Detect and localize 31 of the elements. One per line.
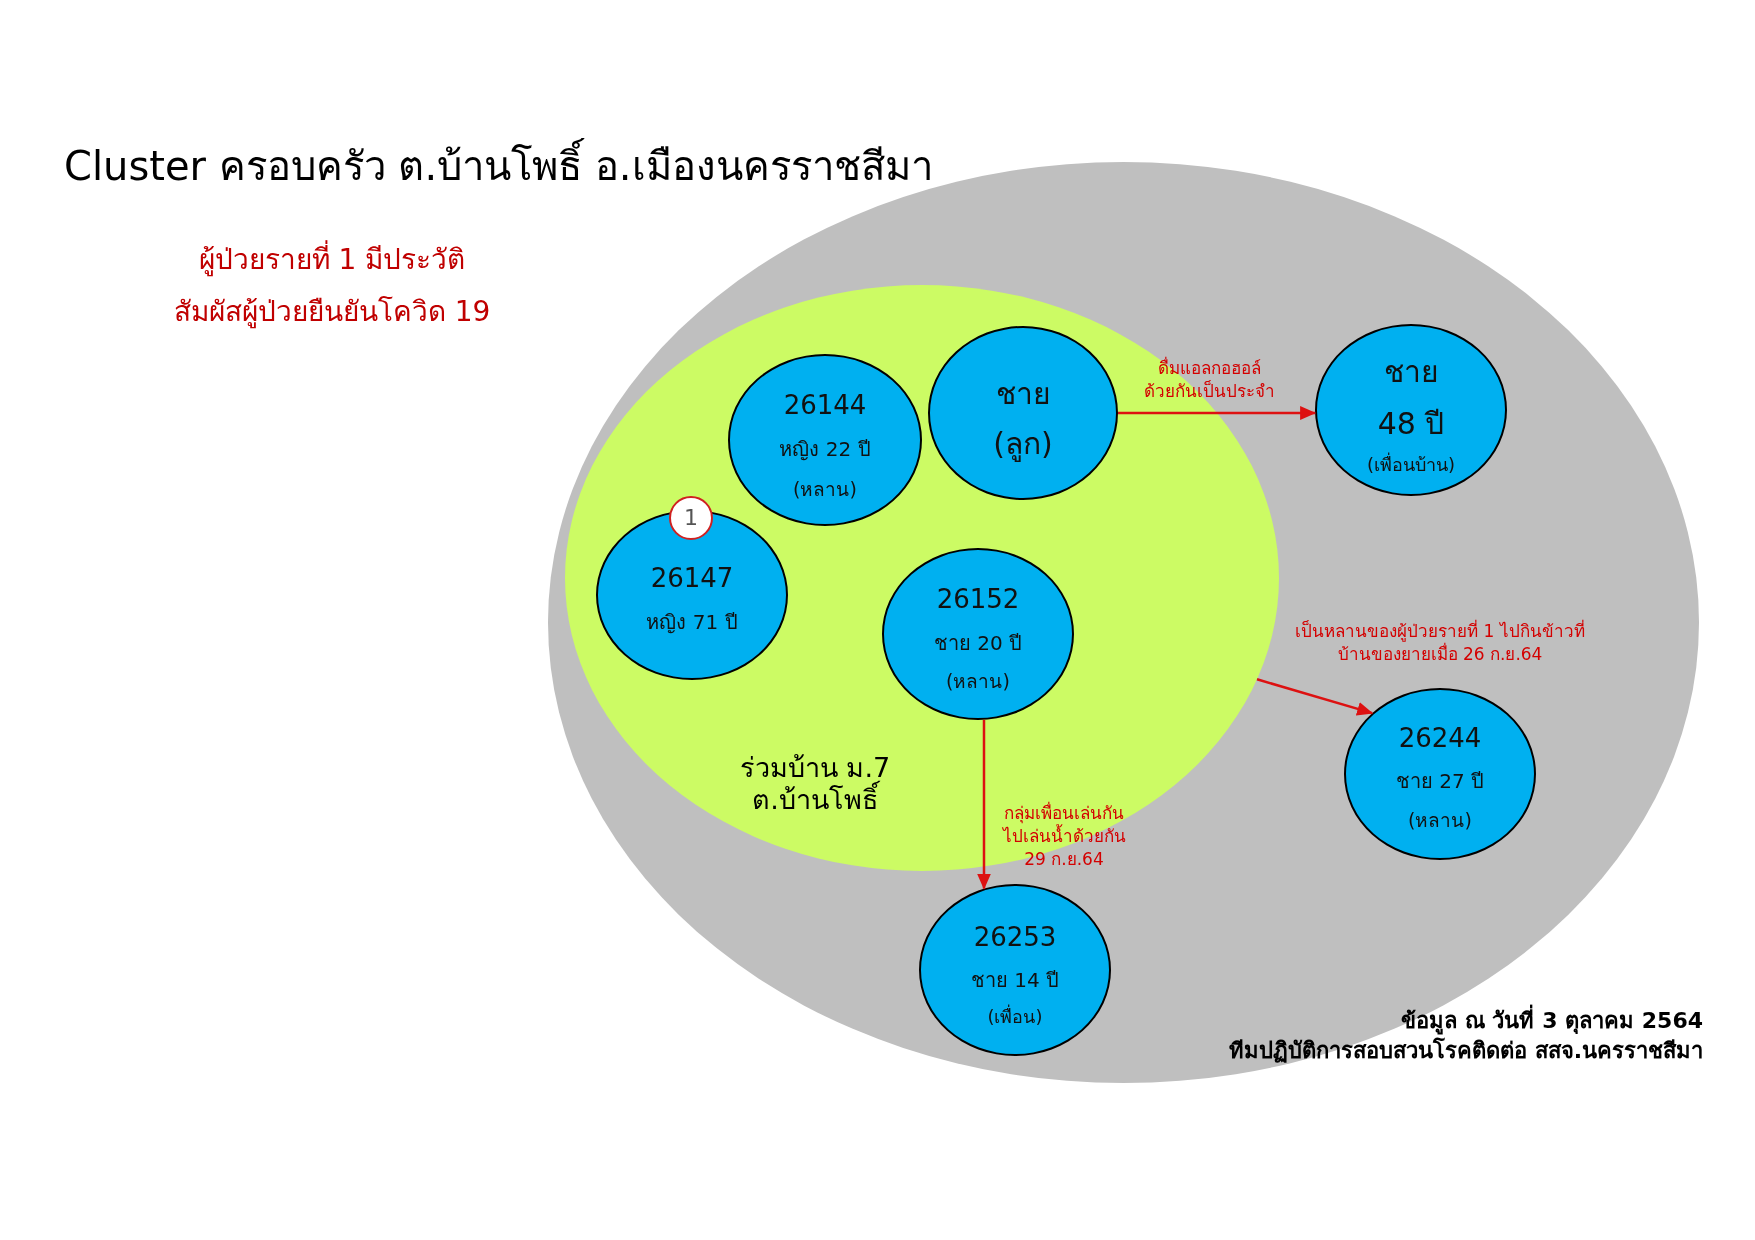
case-title: 26147 bbox=[650, 561, 734, 595]
title: Cluster ครอบครัว ต.บ้านโพธิ์ อ.เมืองนครราชสีมา bbox=[64, 140, 933, 192]
arrow bbox=[1256, 678, 1374, 716]
case-detail: ชาย 27 ปี bbox=[1395, 768, 1485, 794]
case-title: 26152 bbox=[936, 582, 1020, 616]
case-detail: หญิง 22 ปี bbox=[779, 436, 871, 462]
case-detail: (เพื่อน) bbox=[987, 1005, 1043, 1029]
arrow bbox=[977, 719, 991, 890]
case-detail: (หลาน) bbox=[1408, 809, 1472, 833]
area-label: ร่วมบ้าน ม.7 ต.บ้านโพธิ์ bbox=[738, 752, 892, 816]
case-detail: ชาย 14 ปี bbox=[970, 967, 1060, 993]
edge-label: กลุ่มเพื่อนเล่นกัน ไปเล่นน้ำด้วยกัน 29 ก.ย.64 bbox=[1001, 802, 1127, 871]
case-detail: (หลาน) bbox=[946, 670, 1010, 694]
case-title: 26144 bbox=[783, 388, 867, 422]
source-note: ข้อมูล ณ วันที่ 3 ตุลาคม 2564 bbox=[1401, 1006, 1703, 1036]
edge-label: ดื่มแอลกอฮอล์ ด้วยกันเป็นประจำ bbox=[1142, 357, 1276, 403]
case-title: 26253 bbox=[973, 920, 1057, 954]
case-detail: (หลาน) bbox=[793, 478, 857, 502]
edge-label: เป็นหลานของผู้ป่วยรายที่ 1 ไปกินข้าวที่ บ้านของยายเมื่อ 26 ก.ย.64 bbox=[1294, 620, 1586, 666]
note-text: ผู้ป่วยรายที่ 1 มีประวัติ สัมผัสผู้ป่วยยืนยันโควิด 19 bbox=[168, 234, 496, 338]
case-detail: (ลูก) bbox=[993, 425, 1053, 463]
case-detail: หญิง 71 ปี bbox=[646, 609, 738, 635]
number-badge: 1 bbox=[669, 496, 713, 540]
case-title: 26244 bbox=[1398, 721, 1482, 755]
source-note: ทีมปฏิบัติการสอบสวนโรคติดต่อ สสจ.นครราชสีมา bbox=[1228, 1036, 1703, 1065]
case-title: ชาย bbox=[995, 375, 1051, 413]
case-detail: ชาย 20 ปี bbox=[933, 630, 1023, 656]
case-detail: 48 ปี bbox=[1377, 405, 1445, 443]
case-title: ชาย bbox=[1383, 353, 1439, 391]
case-detail: (เพื่อนบ้าน) bbox=[1367, 453, 1455, 477]
arrow bbox=[1118, 406, 1317, 420]
